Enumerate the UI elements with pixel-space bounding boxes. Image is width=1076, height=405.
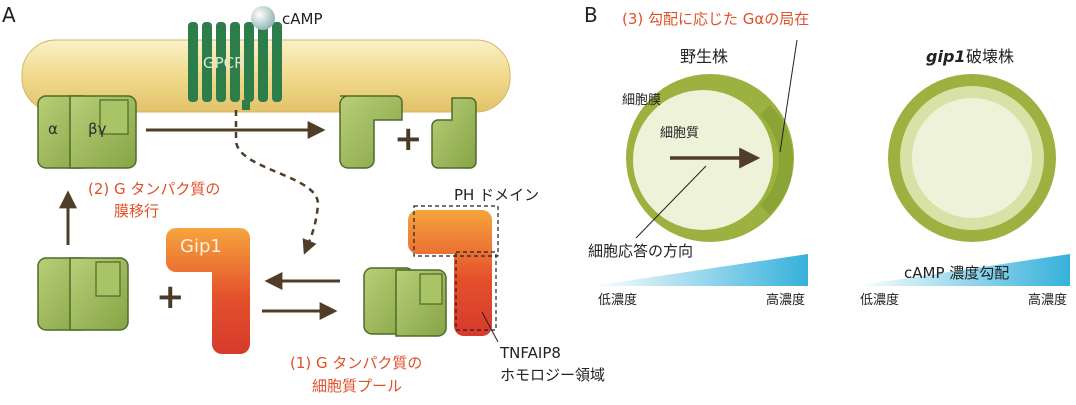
disrupted-high-label: 高濃度: [1028, 292, 1067, 308]
step1-label-line2: 細胞質プール: [312, 377, 402, 395]
disrupted-cell-inner: [912, 98, 1032, 218]
panel-a-label: A: [2, 3, 16, 27]
camp-ligand: [251, 6, 275, 30]
gip1-protein: [166, 228, 250, 354]
alpha-label: α: [48, 120, 58, 138]
dashed-signal-path: [234, 110, 320, 255]
cytoplasm-label: 細胞質: [660, 126, 699, 141]
disrupted-camp-gradient: [854, 254, 1070, 286]
gip1-label: Gip1: [180, 236, 222, 257]
step3-leader-line: [779, 39, 798, 153]
wild-type-label: 野生株: [680, 47, 728, 66]
wild-type-camp-gradient: [592, 254, 808, 286]
step2-label-line2: 膜移行: [114, 202, 159, 220]
plus-sign-bottom: +: [156, 277, 185, 317]
camp-label: cAMP: [282, 10, 323, 28]
step3-label: (3) 勾配に応じた Gαの局在: [622, 10, 809, 28]
gip1-strain-italic: gip1: [926, 47, 966, 66]
panel-b-label: B: [584, 3, 598, 27]
wild-type-high-label: 高濃度: [766, 292, 805, 308]
wild-type-low-label: 低濃度: [598, 292, 637, 308]
wild-type-cell-inner: [633, 90, 773, 230]
camp-gradient-label: cAMP 濃度勾配: [904, 264, 1009, 282]
g-alpha-subunit-free: [339, 95, 403, 169]
plus-sign-top: +: [394, 119, 423, 159]
tnfaip8-label-line2: ホモロジー領域: [500, 366, 605, 384]
step1-label-line1: (1) G タンパク質の: [290, 354, 422, 372]
tnfaip8-label-line1: TNFAIP8: [499, 344, 561, 362]
localized-g-alpha-crescent: [759, 105, 794, 215]
response-direction-label: 細胞応答の方向: [588, 242, 693, 260]
beta-gamma-label: βγ: [88, 120, 107, 138]
disrupted-low-label: 低濃度: [860, 292, 899, 308]
step2-label-line1: (2) G タンパク質の: [88, 180, 220, 198]
membrane-label: 細胞膜: [622, 93, 661, 108]
g-beta-gamma-subunit-free: [431, 97, 477, 169]
disrupted-strain-label: 破壊株: [966, 47, 1014, 66]
g-protein-heterotrimer-membrane: [37, 95, 137, 169]
tnfaip8-leader-line: [481, 311, 499, 343]
tnfaip8-homology-box: [455, 251, 497, 331]
ph-domain-label: PH ドメイン: [454, 186, 539, 204]
gpcr-receptor: [188, 22, 282, 110]
g-protein-heterotrimer-cytoplasm: [37, 257, 129, 331]
gip1-gprotein-complex: [363, 210, 492, 337]
gpcr-label: GPCR: [203, 54, 245, 72]
response-leader-line: [635, 165, 707, 239]
